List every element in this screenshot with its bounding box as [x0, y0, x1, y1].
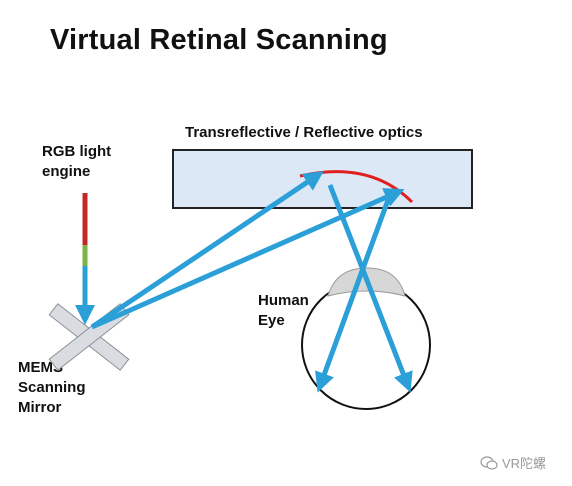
rgb-engine-label: RGB light engine	[42, 142, 132, 182]
beam-optics-to-retina-2	[315, 199, 391, 393]
watermark: VR陀螺	[480, 453, 546, 472]
eyeball	[301, 280, 431, 410]
watermark-text: VR陀螺	[502, 456, 547, 471]
mems-mirror-label-line-1: MEMS	[18, 359, 63, 376]
rgb-engine-label-line-1: RGB light	[42, 143, 112, 160]
human-eye-label-line-1: Human	[258, 292, 309, 309]
human-eye-label: Human Eye	[258, 291, 309, 331]
page-title: Virtual Retinal Scanning	[50, 24, 388, 56]
mems-mirror-label-line-3: Mirror	[18, 399, 62, 416]
optics-label: Transreflective / Reflective optics	[185, 124, 423, 141]
reflective-optics-panel	[172, 149, 473, 209]
rgb-engine-label-line-2: engine	[42, 163, 91, 180]
mems-mirror-label-line-2: Scanning	[18, 379, 86, 396]
human-eye-label-line-2: Eye	[258, 312, 285, 329]
mems-mirror-label: MEMS Scanning Mirror	[18, 358, 86, 418]
beam-optics-to-retina-1	[327, 184, 413, 393]
wechat-icon	[480, 455, 498, 470]
beam-mirror-to-optics-1	[90, 171, 324, 330]
beam-mirror-to-optics-2	[90, 188, 405, 330]
